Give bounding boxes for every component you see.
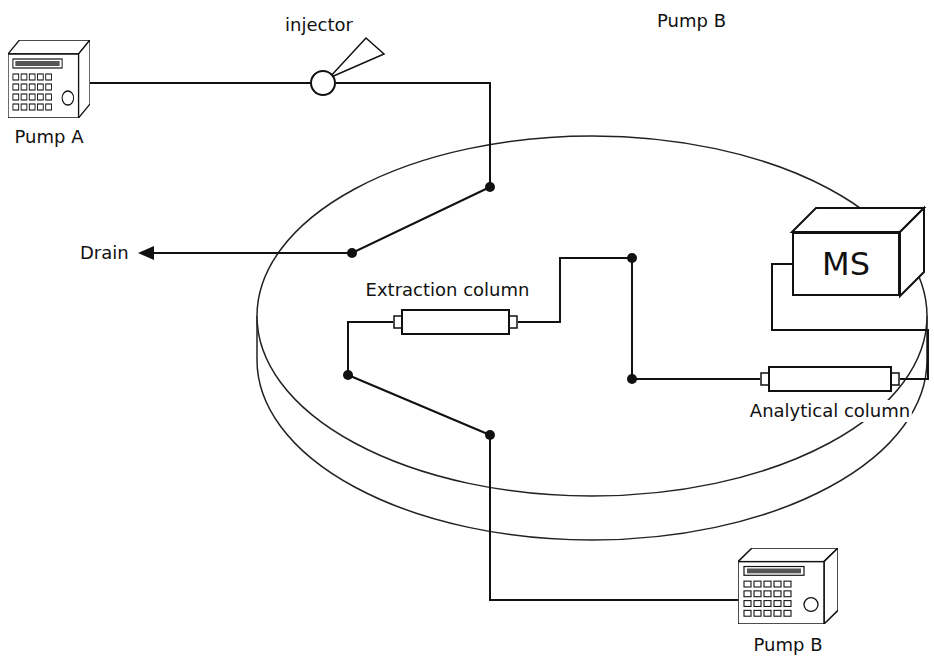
node-caption: Pump B <box>752 634 825 656</box>
stray-label: Pump B <box>655 10 728 32</box>
pump-unit: Pump A <box>8 40 90 118</box>
ms-detector: MS <box>792 232 900 296</box>
injector-needle <box>329 38 384 78</box>
tubing-connector <box>348 322 738 600</box>
extraction-column: Extraction column <box>393 309 518 335</box>
valve-port <box>485 182 495 192</box>
column-body <box>393 309 518 335</box>
pump-icon <box>8 40 90 118</box>
node-caption: Pump A <box>13 126 86 148</box>
injector-valve: injector <box>310 70 336 96</box>
node-text: MS <box>822 246 870 282</box>
tubing-connector <box>90 82 310 84</box>
valve-disk <box>257 136 927 496</box>
node-caption: injector <box>283 14 355 36</box>
drain-arrowhead <box>138 246 154 260</box>
analytical-column: Analytical column <box>760 366 900 392</box>
pump-icon <box>738 548 838 624</box>
drain-line <box>150 83 490 253</box>
valve-port <box>347 248 357 258</box>
valve-port <box>627 374 637 384</box>
valve-port <box>627 253 637 263</box>
tubing-connector <box>518 258 760 379</box>
node-caption: Extraction column <box>364 279 532 301</box>
node-caption: Analytical column <box>748 400 912 422</box>
drain-label: Drain <box>78 242 131 264</box>
column-body <box>760 366 900 392</box>
valve-port <box>485 430 495 440</box>
valve-port <box>343 370 353 380</box>
pump-unit: Pump B <box>738 548 838 624</box>
ms-side-face <box>900 208 924 296</box>
